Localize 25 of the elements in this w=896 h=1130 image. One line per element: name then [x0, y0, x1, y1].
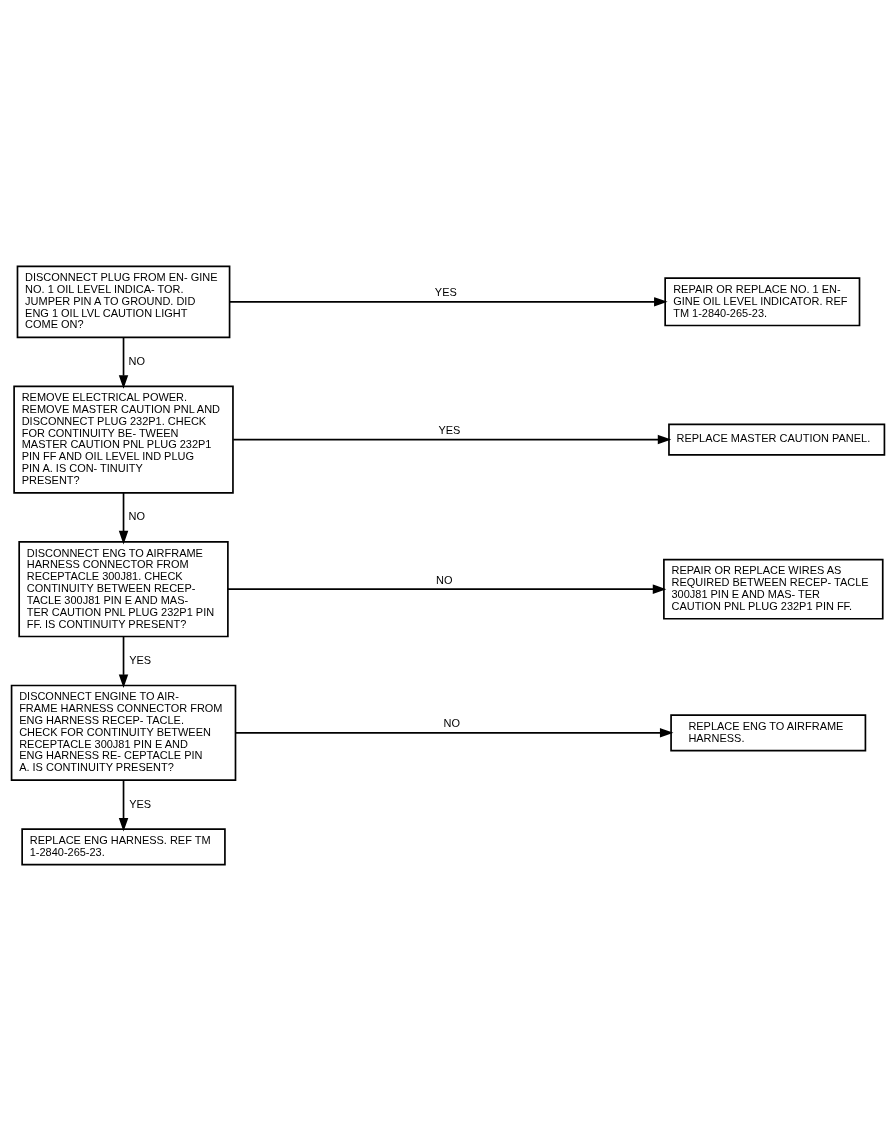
arrow [118, 635, 129, 688]
node-box: REPLACE MASTER CAUTION PANEL. [668, 423, 886, 456]
edge-label: YES [129, 653, 152, 666]
node-box: REMOVE ELECTRICAL POWER. REMOVE MASTER CAUTION PNL AND DISCONNECT PLUG 232P1. CHECK FOR CONTINUITY BE- TWEEN MASTER CAUTION PNL PLUG 232P1 PIN FF AND OIL LEVEL IND PLUG PIN A. IS CON- TINUITY PRESENT? [13, 385, 234, 494]
node-box: REPAIR OR REPLACE WIRES AS REQUIRED BETWEEN RECEP- TACLE 300J81 PIN E AND MAS- TER CAUTION PNL PLUG 232P1 PIN FF. [663, 558, 884, 620]
edge-label: YES [438, 423, 461, 436]
arrow [235, 727, 674, 738]
node-box: DISCONNECT ENG TO AIRFRAME HARNESS CONNECTOR FROM RECEPTACLE 300J81. CHECK CONTINUITY BETWEEN RECEP- TACLE 300J81 PIN E AND MAS- TER CAUTION PNL PLUG 232P1 PIN FF. IS CONTINUITY PRESENT? [18, 540, 229, 637]
node-box: DISCONNECT ENGINE TO AIR- FRAME HARNESS CONNECTOR FROM ENG HARNESS RECEP- TACLE. CHECK FOR CONTINUITY BETWEEN RECEPTACLE 300J81 PIN E AND ENG HARNESS RE- CEPTACLE PIN A. IS CONTINUITY PRESENT? [10, 684, 237, 781]
arrow [227, 583, 667, 594]
edge-label: YES [129, 797, 152, 809]
edge-label: NO [436, 573, 453, 586]
arrow [232, 434, 672, 444]
node-box: REPLACE ENG HARNESS. REF TM 1-2840-265-23. [21, 827, 226, 865]
arrow [118, 779, 129, 832]
arrow [118, 336, 129, 389]
node-box: DISCONNECT PLUG FROM EN- GINE NO. 1 OIL LEVEL INDICA- TOR. JUMPER PIN A TO GROUND. DID ENG 1 OIL LVL CAUTION LIGHT COME ON? [16, 265, 231, 338]
node-box: REPAIR OR REPLACE NO. 1 EN- GINE OIL LEVEL INDICATOR. REF TM 1-2840-265-23. [664, 276, 861, 326]
edge-label: NO [128, 509, 146, 522]
edge-label: NO [443, 716, 460, 729]
arrow [228, 296, 668, 307]
edge-label: NO [128, 354, 146, 367]
edge-label: YES [434, 285, 457, 298]
arrow [118, 491, 129, 544]
node-box: REPLACE ENG TO AIRFRAME HARNESS. [670, 713, 867, 751]
